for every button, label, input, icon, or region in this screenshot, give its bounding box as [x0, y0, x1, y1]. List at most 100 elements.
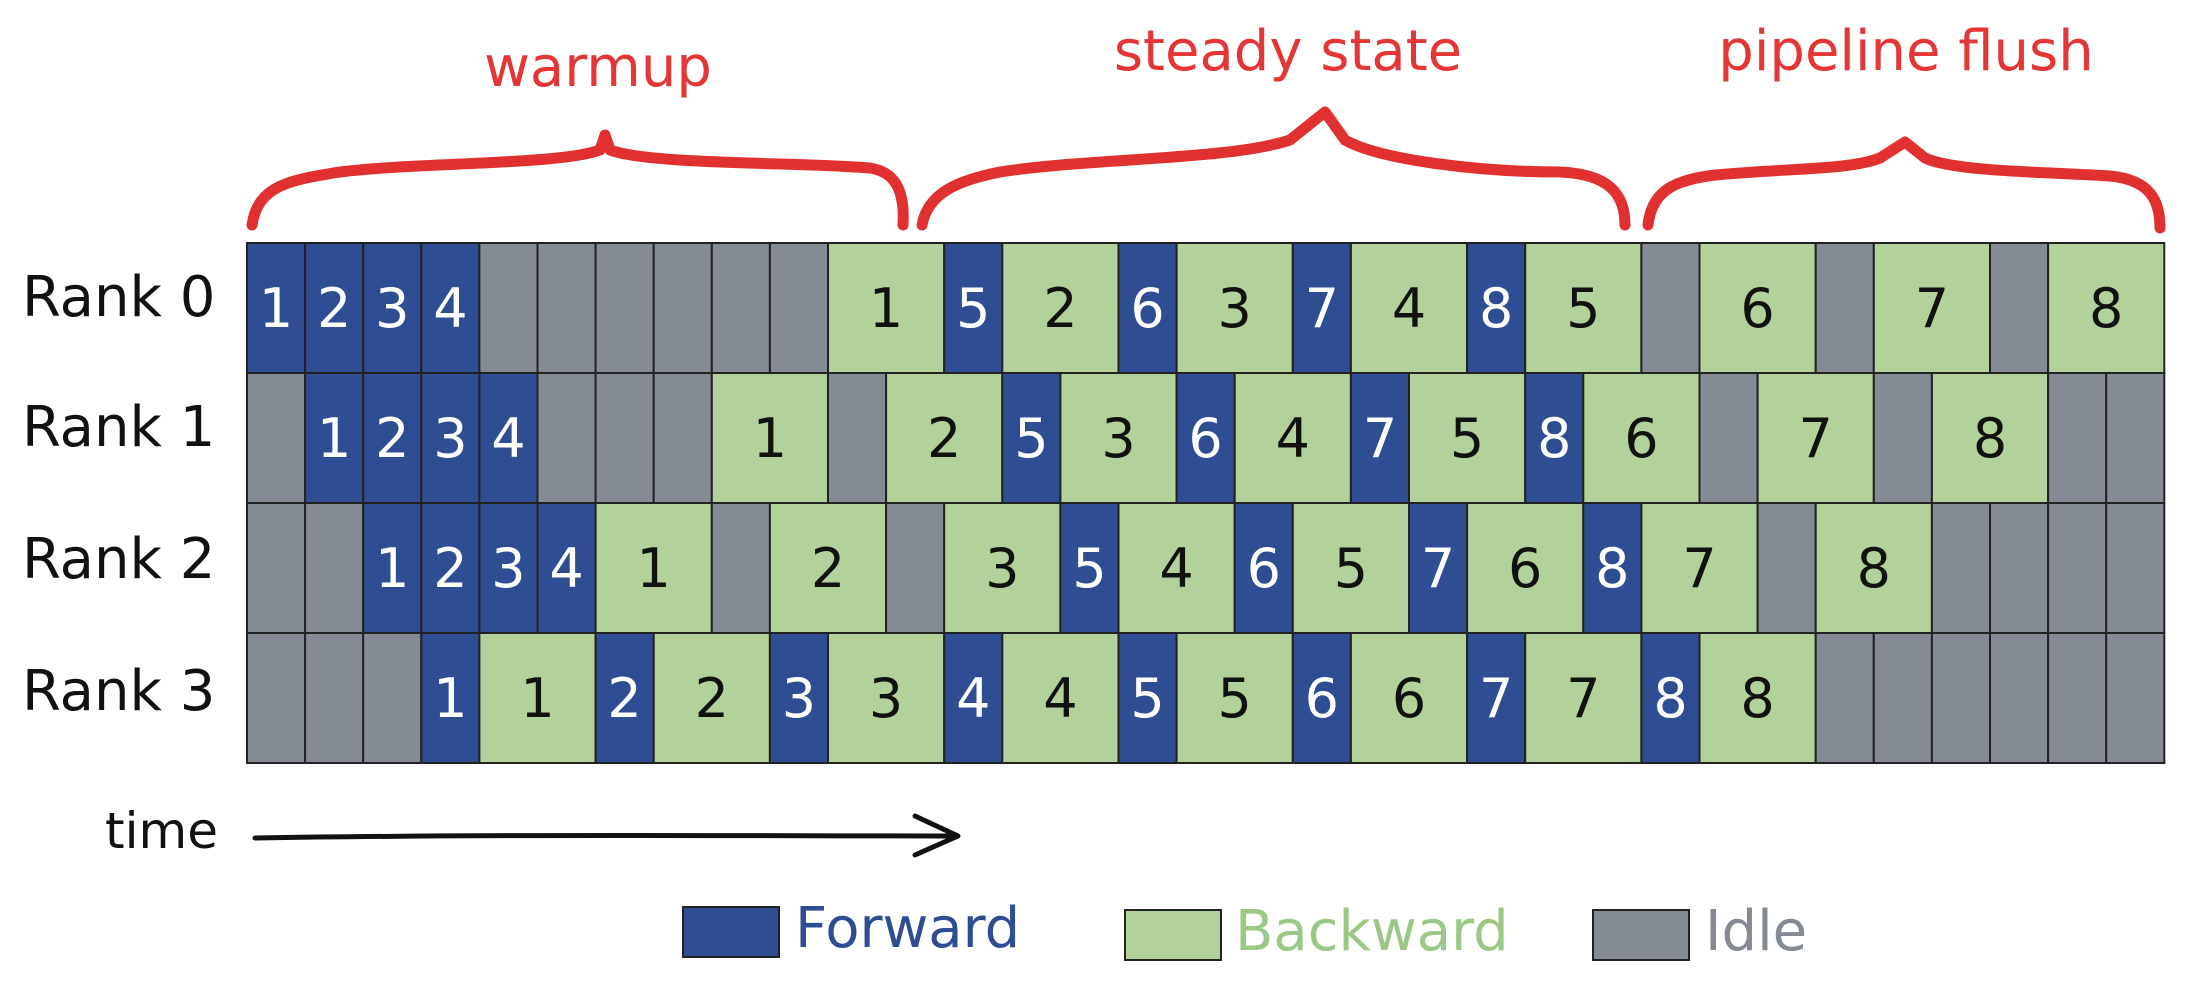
- rank3-forward-block: [768, 632, 830, 764]
- rank1-idle-block: [2047, 372, 2108, 504]
- rank1-forward-label: 1: [317, 407, 351, 470]
- rank0-idle-block: [536, 242, 597, 374]
- rank0-forward-block: [1466, 242, 1527, 374]
- legend-forward-swatch: [682, 906, 780, 958]
- rank3-idle-block: [1872, 632, 1933, 764]
- rank2-idle-block: [304, 502, 365, 634]
- rank0-forward-block: [304, 242, 365, 374]
- rank2-backward-block: [594, 502, 713, 634]
- rank3-idle-block: [2105, 632, 2166, 764]
- rank2-backward-block: [1291, 502, 1411, 634]
- rank3-backward-label: 7: [1566, 667, 1600, 730]
- rank0-idle-block: [1989, 242, 2050, 374]
- rank3-forward-block: [1466, 632, 1527, 764]
- time-arrow: [252, 813, 961, 858]
- rank1-forward-label: 6: [1188, 407, 1222, 470]
- rank0-forward-block: [1117, 242, 1178, 374]
- rank-label-2: Rank 2: [22, 527, 215, 592]
- rank1-idle-block: [652, 372, 713, 504]
- rank1-idle-block: [1698, 372, 1759, 504]
- legend-idle-label: Idle: [1705, 899, 1807, 964]
- phase-label-steady: steady state: [1114, 19, 1462, 84]
- rank3-backward-label: 6: [1392, 667, 1426, 730]
- rank2-forward-block: [1582, 502, 1643, 634]
- rank1-forward-block: [362, 372, 423, 504]
- rank2-idle-block: [1989, 502, 2050, 634]
- rank0-forward-block: [246, 242, 307, 374]
- rank1-backward-label: 5: [1450, 407, 1484, 470]
- rank3-idle-block: [1989, 632, 2050, 764]
- rank3-forward-label: 1: [433, 667, 467, 730]
- rank3-idle-block: [304, 632, 365, 764]
- rank2-forward-label: 3: [491, 537, 525, 600]
- legend-backward-swatch: [1124, 909, 1222, 961]
- rank2-backward-block: [1640, 502, 1759, 634]
- rank2-forward-label: 5: [1072, 537, 1106, 600]
- rank1-idle-block: [1872, 372, 1933, 504]
- time-label: time: [105, 802, 218, 860]
- rank2-idle-block: [1930, 502, 1992, 634]
- rank-label-0: Rank 0: [22, 265, 215, 330]
- rank2-forward-label: 8: [1595, 537, 1629, 600]
- rank0-forward-label: 5: [956, 277, 990, 340]
- rank3-idle-block: [2047, 632, 2108, 764]
- rank1-backward-block: [710, 372, 829, 504]
- rank0-idle-block: [594, 242, 655, 374]
- legend-backward-label: Backward: [1235, 899, 1509, 964]
- rank3-idle-block: [1930, 632, 1992, 764]
- legend: Forward Backward Idle: [682, 896, 1807, 964]
- rank1-forward-block: [304, 372, 365, 504]
- rank1-idle-block: [594, 372, 655, 504]
- steady-state-brace: [916, 106, 1631, 231]
- rank3-backward-label: 1: [520, 667, 554, 730]
- rank3-forward-label: 7: [1479, 667, 1513, 730]
- rank0-forward-label: 8: [1479, 277, 1513, 340]
- rank2-forward-block: [1059, 502, 1120, 634]
- rank0-forward-block: [943, 242, 1004, 374]
- rank0-backward-label: 4: [1392, 277, 1426, 340]
- rank1-forward-label: 7: [1363, 407, 1397, 470]
- rank3-backward-block: [1349, 632, 1469, 764]
- rank1-idle-block: [246, 372, 307, 504]
- rank1-idle-block: [536, 372, 597, 504]
- rank0-idle-block: [652, 242, 713, 374]
- rank0-idle-block: [710, 242, 771, 374]
- rank2-forward-label: 2: [433, 537, 467, 600]
- rank0-forward-label: 2: [317, 277, 351, 340]
- phase-label-warmup: warmup: [484, 35, 712, 100]
- rank1-forward-block: [478, 372, 539, 504]
- warmup-brace: [246, 129, 909, 231]
- rank1-backward-label: 3: [1101, 407, 1135, 470]
- rank1-forward-label: 5: [1014, 407, 1048, 470]
- rank3-forward-label: 2: [607, 667, 641, 730]
- rank2-backward-label: 5: [1334, 537, 1368, 600]
- rank3-forward-label: 4: [956, 667, 990, 730]
- rank3-backward-label: 5: [1218, 667, 1252, 730]
- rank2-forward-block: [1233, 502, 1294, 634]
- rank3-backward-block: [827, 632, 946, 764]
- rank2-backward-label: 1: [637, 537, 671, 600]
- rank3-backward-block: [1698, 632, 1817, 764]
- rank1-forward-block: [1349, 372, 1411, 504]
- rank0-forward-label: 1: [259, 277, 293, 340]
- rank3-idle-block: [246, 632, 307, 764]
- rank3-forward-block: [594, 632, 655, 764]
- rank2-backward-label: 8: [1857, 537, 1891, 600]
- rank1-idle-block: [2105, 372, 2166, 504]
- rank3-forward-label: 8: [1653, 667, 1687, 730]
- rank3-forward-label: 6: [1305, 667, 1339, 730]
- rank1-forward-label: 2: [375, 407, 409, 470]
- rank3-forward-block: [943, 632, 1004, 764]
- rank0-backward-label: 3: [1218, 277, 1252, 340]
- rank1-backward-label: 8: [1973, 407, 2007, 470]
- rank2-forward-label: 4: [549, 537, 583, 600]
- phase-label-flush: pipeline flush: [1718, 19, 2093, 84]
- rank3-forward-block: [1117, 632, 1178, 764]
- rank2-forward-label: 1: [375, 537, 409, 600]
- rank1-forward-block: [1001, 372, 1062, 504]
- rank3-backward-block: [1524, 632, 1643, 764]
- rank3-backward-block: [478, 632, 597, 764]
- rank3-backward-label: 2: [695, 667, 729, 730]
- rank2-idle-block: [2047, 502, 2108, 634]
